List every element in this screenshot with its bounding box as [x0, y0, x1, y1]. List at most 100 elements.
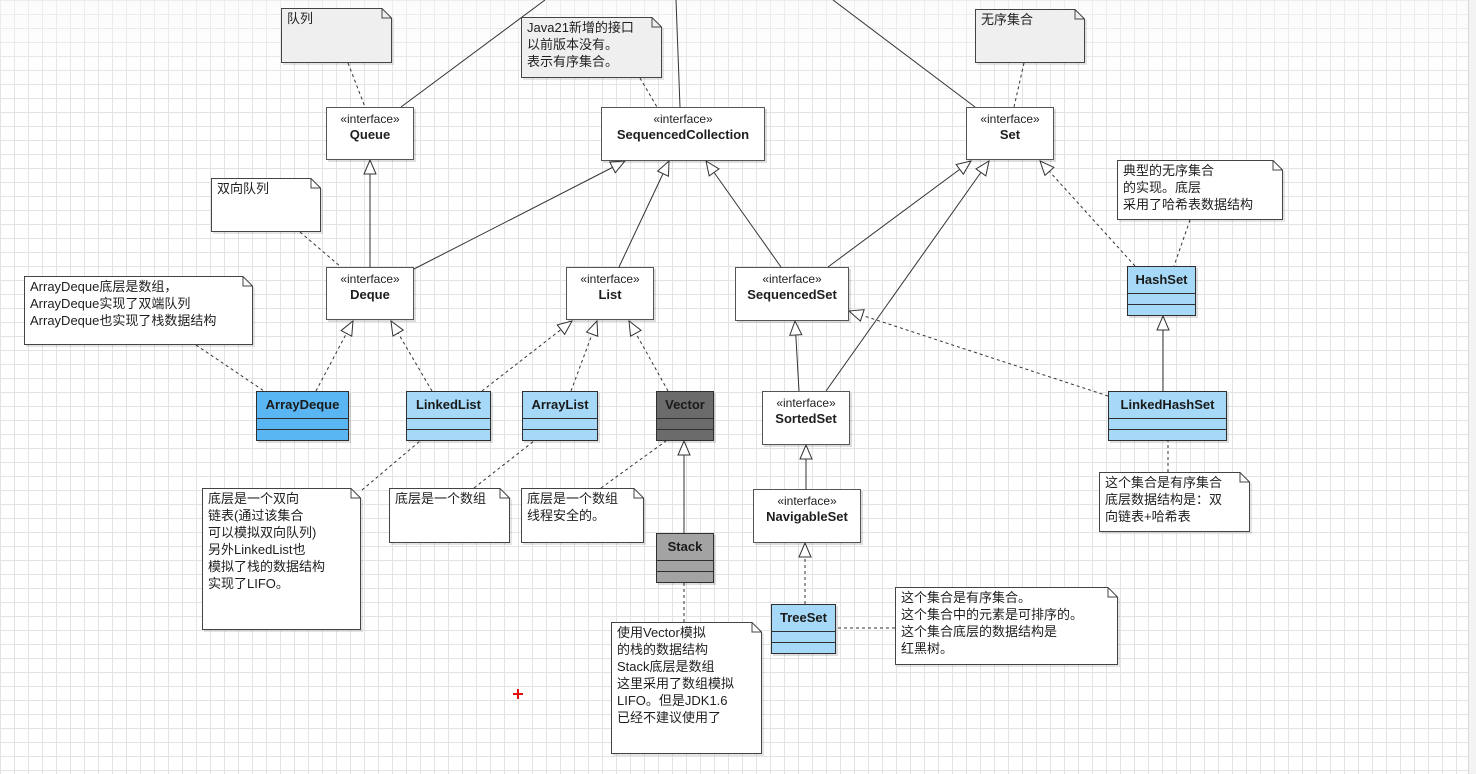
interface-name: Set [999, 127, 1021, 142]
generalization-sequenced-set-sequenced-collection[interactable] [706, 161, 782, 268]
attributes-compartment [523, 419, 597, 430]
note-line: 链表(通过该集合 [208, 508, 304, 523]
note-line: 典型的无序集合 [1123, 163, 1215, 178]
note-text: 无序集合 [975, 9, 1085, 28]
note-anchor-hash-set[interactable] [1173, 219, 1191, 267]
note-tree-set[interactable]: 这个集合是有序集合。 这个集合中的元素是可排序的。 这个集合底层的数据结构是 红… [895, 587, 1118, 665]
note-line: 实现了LIFO。 [208, 576, 289, 591]
note-shape [202, 488, 361, 630]
note-anchor-array-list[interactable] [473, 440, 535, 489]
class-tree-set[interactable]: TreeSet [771, 604, 836, 654]
realization-array-list-list[interactable] [570, 321, 597, 392]
note-anchor-deque[interactable] [299, 231, 342, 268]
class-name: LinkedHashSet [1109, 392, 1226, 419]
note-anchor-queue[interactable] [347, 62, 366, 108]
interface-navigable-set[interactable]: «interface» NavigableSet [753, 489, 861, 543]
note-line: 使用Vector模拟 [617, 625, 706, 640]
generalization-sequenced-collection-upward[interactable] [675, 0, 681, 108]
generalization-sorted-set-sequenced-set[interactable] [795, 321, 799, 392]
note-text: 底层是一个数组 [389, 488, 510, 507]
note-line: 底层数据结构是：双 [1105, 492, 1223, 507]
class-array-deque[interactable]: ArrayDeque [256, 391, 349, 441]
interface-stereotype: «interface» [653, 112, 713, 126]
realization-linked-list-list[interactable] [481, 321, 572, 392]
note-line: 的实现。底层 [1123, 180, 1202, 195]
class-linked-hash-set[interactable]: LinkedHashSet [1108, 391, 1227, 441]
note-line: Java21新增的接口 [527, 20, 634, 35]
note-line: 这个集合是有序集合 [1105, 475, 1223, 490]
note-array-list[interactable]: 底层是一个数组 [389, 488, 510, 543]
note-anchor-vector[interactable] [600, 440, 667, 489]
note-queue[interactable]: 队列 [281, 8, 392, 63]
realization-array-deque-deque[interactable] [315, 321, 353, 392]
interface-sorted-set[interactable]: «interface» SortedSet [762, 391, 850, 445]
note-shape [611, 622, 762, 754]
note-line: LIFO。但是JDK1.6 [617, 693, 728, 708]
interface-sequenced-collection[interactable]: «interface» SequencedCollection [601, 107, 765, 161]
note-vector[interactable]: 底层是一个数组 线程安全的。 [521, 488, 644, 543]
generalization-sequenced-set-set[interactable] [827, 161, 971, 268]
generalization-deque-sequenced-collection[interactable] [413, 161, 625, 270]
operations-compartment [657, 430, 713, 440]
note-anchor-array-deque[interactable] [195, 344, 265, 392]
note-fold-corner [1239, 472, 1250, 483]
realization-linked-list-deque[interactable] [391, 321, 433, 392]
note-line: 另外LinkedList也 [208, 542, 306, 557]
note-line: 队列 [287, 11, 314, 26]
note-array-deque[interactable]: ArrayDeque底层是数组， ArrayDeque实现了双端队列 Array… [24, 276, 253, 345]
generalization-set-upward[interactable] [832, 0, 976, 108]
note-fold-corner [350, 488, 361, 499]
note-shape [1117, 160, 1283, 220]
note-linked-hash-set[interactable]: 这个集合是有序集合 底层数据结构是：双 向链表+哈希表 [1099, 472, 1250, 532]
interface-stereotype: «interface» [777, 494, 837, 508]
class-vector[interactable]: Vector [656, 391, 714, 441]
interface-name: NavigableSet [766, 509, 848, 524]
class-linked-list[interactable]: LinkedList [406, 391, 491, 441]
realization-linked-hash-set-sequenced-set[interactable] [849, 311, 1109, 397]
note-sequenced-collection[interactable]: Java21新增的接口 以前版本没有。 表示有序集合。 [521, 17, 662, 78]
class-hash-set[interactable]: HashSet [1127, 266, 1196, 316]
realization-vector-list[interactable] [629, 321, 669, 392]
note-body [1117, 160, 1283, 220]
class-name: ArrayDeque [257, 392, 348, 419]
note-hash-set[interactable]: 典型的无序集合 的实现。底层 采用了哈希表数据结构 [1117, 160, 1283, 220]
attributes-compartment [1109, 419, 1226, 430]
note-line: 模拟了栈的数据结构 [208, 559, 326, 574]
interface-stereotype: «interface» [980, 112, 1040, 126]
interface-deque[interactable]: «interface» Deque [326, 267, 414, 320]
note-anchor-set[interactable] [1013, 62, 1025, 108]
note-line: 底层是一个数组 [395, 491, 487, 506]
interface-list[interactable]: «interface» List [566, 267, 654, 320]
note-anchor-sequenced-collection[interactable] [639, 77, 658, 108]
note-body [895, 587, 1118, 665]
interface-stereotype: «interface» [340, 112, 400, 126]
note-shape [1099, 472, 1250, 532]
class-array-list[interactable]: ArrayList [522, 391, 598, 441]
generalization-list-sequenced-collection[interactable] [618, 161, 669, 268]
class-name: Vector [657, 392, 713, 419]
attributes-compartment [772, 632, 835, 643]
note-body [389, 488, 510, 543]
note-line: 表示有序集合。 [527, 54, 619, 69]
interface-stereotype: «interface» [776, 396, 836, 410]
note-stack[interactable]: 使用Vector模拟 的栈的数据结构 Stack底层是数组 这里采用了数组模拟 … [611, 622, 762, 754]
note-text: 使用Vector模拟 的栈的数据结构 Stack底层是数组 这里采用了数组模拟 … [611, 622, 762, 726]
generalization-sorted-set-set[interactable] [825, 161, 989, 392]
attributes-compartment [657, 561, 713, 572]
note-anchor-linked-list[interactable] [361, 440, 421, 491]
note-line: 这个集合是有序集合。 [901, 590, 1032, 605]
note-deque[interactable]: 双向队列 [211, 178, 321, 232]
note-line: 的栈的数据结构 [617, 642, 709, 657]
note-body [24, 276, 253, 345]
interface-queue[interactable]: «interface» Queue [326, 107, 414, 160]
class-stack[interactable]: Stack [656, 533, 714, 583]
interface-set[interactable]: «interface» Set [966, 107, 1054, 160]
note-shape [24, 276, 253, 345]
interface-sequenced-set[interactable]: «interface» SequencedSet [735, 267, 849, 321]
note-line: 双向队列 [217, 181, 270, 196]
note-linked-list[interactable]: 底层是一个双向 链表(通过该集合 可以模拟双向队列) 另外LinkedList也… [202, 488, 361, 630]
note-shape [521, 488, 644, 543]
note-line: 线程安全的。 [527, 508, 606, 523]
note-line: 底层是一个数组 [527, 491, 619, 506]
note-set[interactable]: 无序集合 [975, 9, 1085, 63]
